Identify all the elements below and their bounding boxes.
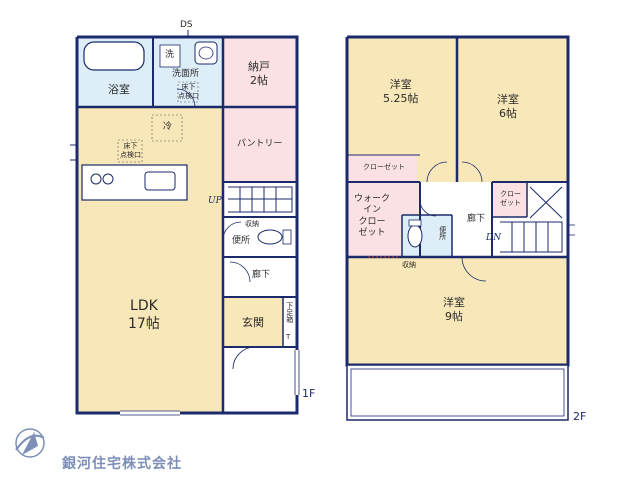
closet-a-fill xyxy=(347,155,417,182)
entrance-label: 玄関 xyxy=(242,316,264,329)
stove-icon xyxy=(90,173,102,185)
toilet-label-2f: 便所 xyxy=(438,226,447,240)
storage-fill xyxy=(223,37,297,107)
western-a-label: 洋室 5.25帖 xyxy=(383,78,419,105)
hallway-label-1f: 廊下 xyxy=(252,270,271,280)
closet-small-fill xyxy=(492,182,527,217)
entrance-fill xyxy=(223,297,283,347)
washroom-label: 洗面所 xyxy=(172,69,200,79)
shoe-box-label: 下足箱 xyxy=(285,302,294,323)
pantry-label: パントリー xyxy=(237,139,283,149)
hallway-label-2f: 廊下 xyxy=(467,214,486,224)
dn-label: DN xyxy=(486,233,502,243)
sink-icon xyxy=(144,171,176,191)
company-logo-icon xyxy=(15,428,45,458)
floor-inspect-ldk-label: 床下 点検口 xyxy=(120,142,141,159)
western-c-label: 洋室 9帖 xyxy=(443,296,465,323)
door-swing xyxy=(222,221,242,241)
ldk-label: LDK 17帖 xyxy=(128,298,160,332)
storage-label: 納戸 2帖 xyxy=(248,60,270,87)
floor-inspect-wash-box xyxy=(177,81,199,103)
toilet-bowl-1f xyxy=(257,229,283,245)
bath-label: 浴室 xyxy=(108,83,130,96)
kitchen-counter xyxy=(81,164,188,201)
walkin-label: ウォーク イン クロー ゼット xyxy=(354,194,391,238)
washing-machine-icon xyxy=(159,44,181,68)
fridge-label: 冷 xyxy=(163,122,173,132)
toilet-bowl-2f xyxy=(407,224,423,248)
toilet-label-1f: 便所 xyxy=(232,236,251,246)
balcony xyxy=(346,364,569,421)
western-b-label: 洋室 6帖 xyxy=(497,93,519,120)
bathtub-icon xyxy=(83,41,145,71)
shuno-label-2f: 収納 xyxy=(402,261,416,269)
floor-2f-label: 2F xyxy=(573,410,587,423)
ldk-fill xyxy=(77,107,223,413)
ds-label: DS xyxy=(180,20,193,30)
washbasin-icon xyxy=(194,41,218,65)
shuno-label-1f: 収納 xyxy=(245,220,259,228)
plan-2f xyxy=(345,35,575,421)
pantry-fill xyxy=(223,107,297,182)
floor-1f-label: 1F xyxy=(302,387,316,400)
company-name: 銀河住宅株式会社 xyxy=(62,456,182,472)
stairs-1f xyxy=(228,186,293,213)
floor-inspect-wash-label: 床下 点検口 xyxy=(178,83,199,100)
plan-1f xyxy=(70,30,300,416)
t-mark-label: T xyxy=(286,333,291,341)
western-b-fill xyxy=(457,37,568,182)
floor-inspect-ldk-box xyxy=(117,139,143,163)
closet-a-label: クローゼット xyxy=(363,163,405,171)
wash-mark-label: 洗 xyxy=(165,50,175,60)
closet-small-label: クロー ゼット xyxy=(500,190,521,207)
stairs-2f xyxy=(500,186,563,253)
western-c-fill xyxy=(347,257,568,365)
up-label: UP xyxy=(208,196,222,206)
